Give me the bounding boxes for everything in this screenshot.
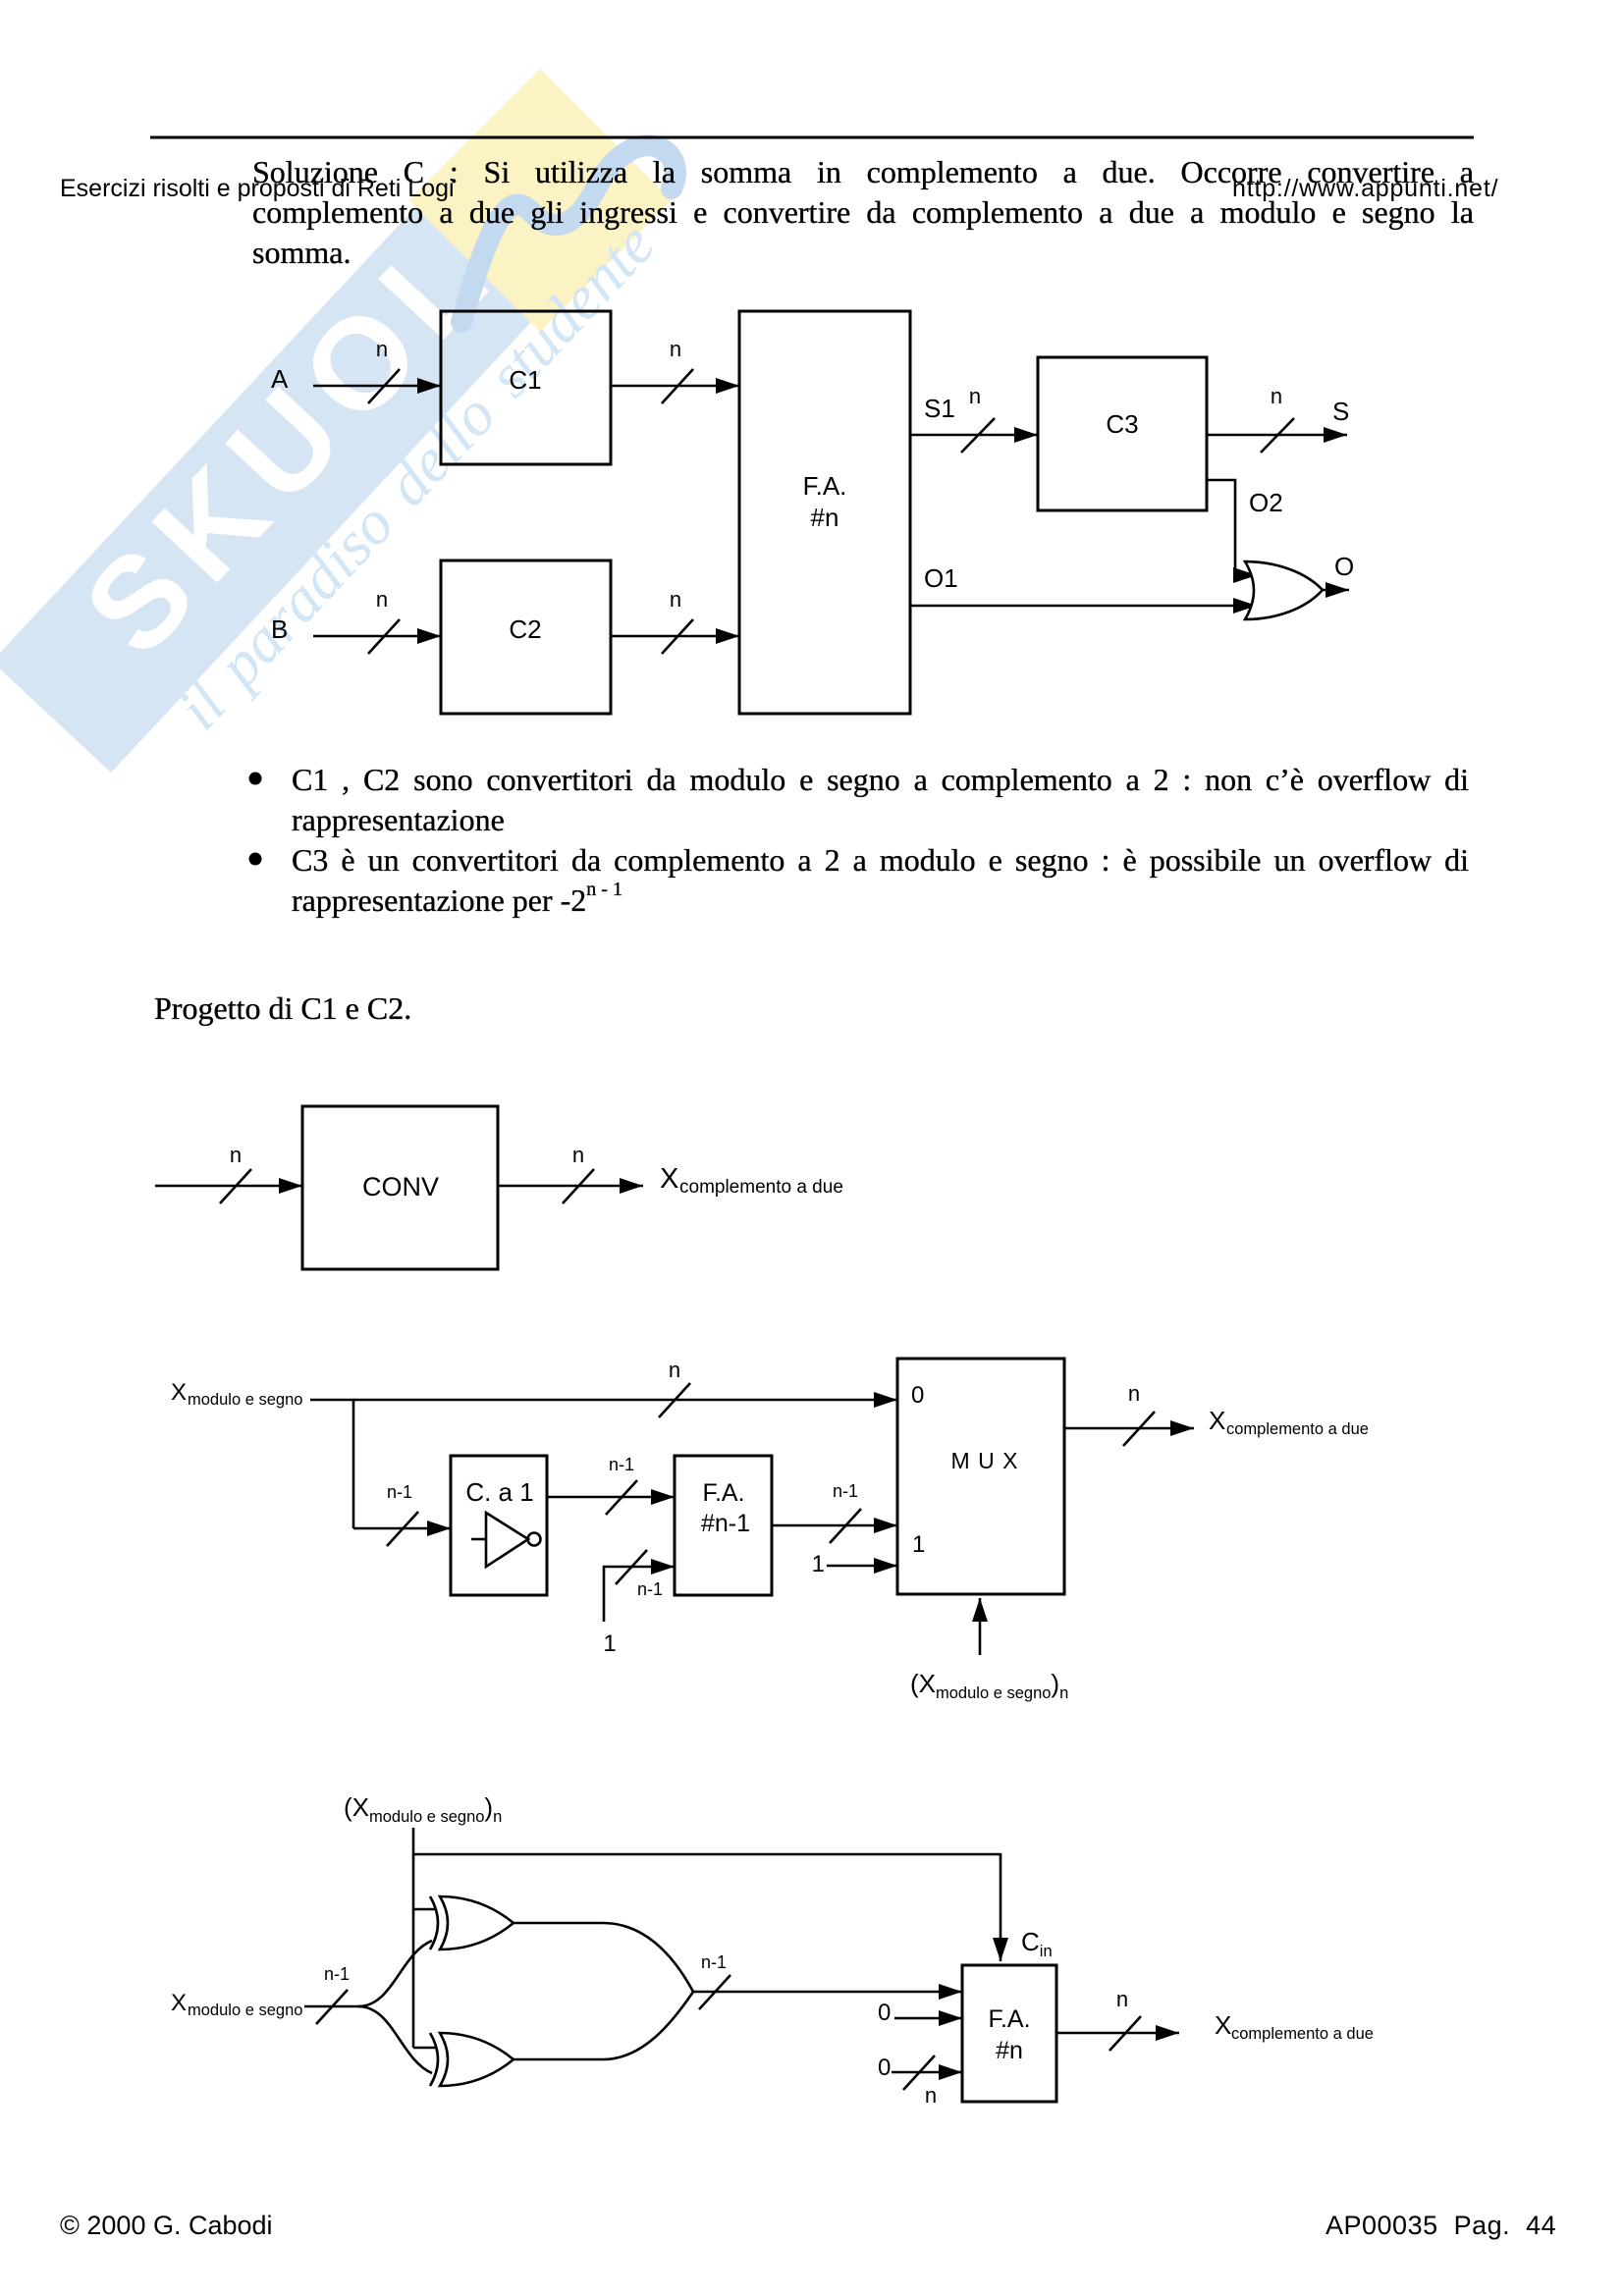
- svg-text:n: n: [969, 384, 981, 408]
- svg-text:X: X: [660, 1163, 678, 1195]
- svg-text:0: 0: [911, 1382, 924, 1409]
- svg-text:n-1: n-1: [387, 1482, 412, 1502]
- svg-text:CONV: CONV: [362, 1172, 439, 1201]
- svg-text:complemento a due: complemento a due: [679, 1177, 843, 1198]
- svg-text:n: n: [376, 337, 388, 361]
- svg-text:n: n: [670, 337, 681, 361]
- svg-text:F.A.: F.A.: [702, 1479, 744, 1507]
- svg-text:X: X: [1215, 2010, 1231, 2040]
- svg-text:n: n: [376, 587, 388, 612]
- svg-text:n: n: [670, 587, 681, 612]
- svg-text:n: n: [925, 2083, 937, 2108]
- svg-text:(Xmodulo e segno)n: (Xmodulo e segno)n: [344, 1792, 502, 1826]
- svg-text:n: n: [669, 1358, 680, 1382]
- svg-text:C2: C2: [509, 614, 541, 644]
- svg-text:n-1: n-1: [833, 1481, 858, 1501]
- svg-text:modulo e segno: modulo e segno: [188, 1391, 302, 1409]
- svg-text:M U X: M U X: [951, 1448, 1019, 1473]
- svg-text:n-1: n-1: [609, 1455, 634, 1474]
- svg-text:0: 0: [878, 2055, 891, 2081]
- svg-text:n-1: n-1: [637, 1579, 663, 1599]
- svg-text:B: B: [271, 614, 288, 644]
- svg-text:1: 1: [812, 1551, 825, 1577]
- svg-text:A: A: [271, 364, 289, 394]
- svg-text:complemento a due: complemento a due: [1231, 2025, 1374, 2043]
- svg-text:n-1: n-1: [324, 1964, 350, 1984]
- svg-text:#n: #n: [811, 503, 839, 532]
- svg-text:Cin: Cin: [1021, 1927, 1053, 1960]
- svg-text:#n-1: #n-1: [701, 1510, 750, 1537]
- svg-text:S1: S1: [924, 394, 955, 423]
- svg-text:X: X: [171, 1379, 187, 1406]
- svg-text:O2: O2: [1249, 488, 1283, 517]
- svg-text:n: n: [1116, 1987, 1128, 2011]
- svg-text:F.A.: F.A.: [803, 471, 847, 501]
- svg-text:1: 1: [912, 1531, 925, 1558]
- svg-text:n: n: [230, 1143, 242, 1167]
- svg-text:0: 0: [878, 2000, 891, 2026]
- svg-text:C. a 1: C. a 1: [465, 1477, 533, 1507]
- svg-text:C3: C3: [1106, 409, 1138, 439]
- svg-text:complemento a due: complemento a due: [1226, 1420, 1369, 1438]
- svg-text:O1: O1: [924, 563, 958, 593]
- svg-text:#n: #n: [996, 2037, 1023, 2064]
- svg-text:X: X: [171, 1990, 187, 2016]
- svg-text:X: X: [1209, 1406, 1225, 1435]
- svg-text:n: n: [1128, 1381, 1140, 1406]
- svg-text:(Xmodulo e segno)n: (Xmodulo e segno)n: [910, 1669, 1068, 1702]
- svg-text:modulo e segno: modulo e segno: [188, 2002, 302, 2019]
- svg-text:O: O: [1334, 552, 1354, 581]
- svg-text:C1: C1: [509, 365, 541, 395]
- svg-text:S: S: [1332, 397, 1349, 426]
- svg-text:F.A.: F.A.: [988, 2005, 1030, 2033]
- svg-text:n: n: [572, 1143, 584, 1167]
- svg-text:n-1: n-1: [701, 1952, 727, 1972]
- svg-text:1: 1: [603, 1630, 616, 1657]
- svg-text:n: n: [1271, 384, 1282, 408]
